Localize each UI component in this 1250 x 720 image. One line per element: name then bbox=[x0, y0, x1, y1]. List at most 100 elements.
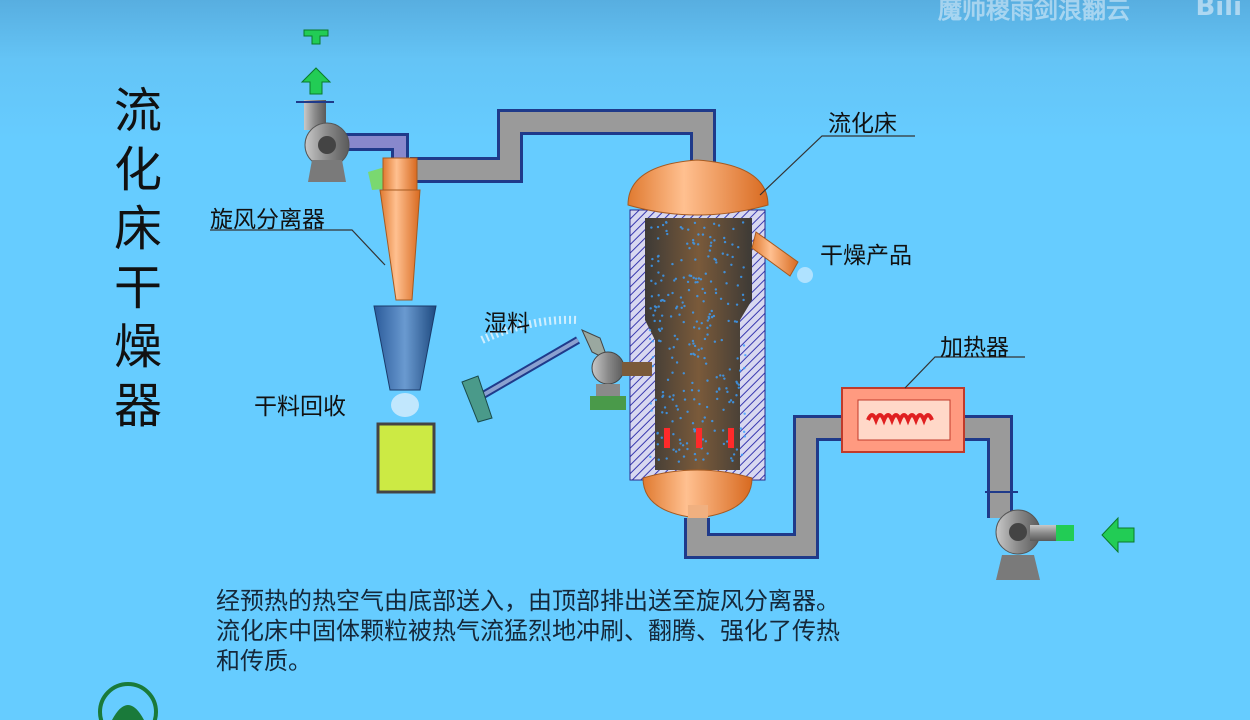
particle bbox=[679, 296, 683, 299]
description: 经预热的热空气由底部送入，由顶部排出送至旋风分离器。 流化床中固体颗粒被热气流猛… bbox=[216, 586, 976, 676]
particle bbox=[649, 307, 652, 310]
particle bbox=[728, 400, 731, 404]
fluid-bed-vessel bbox=[627, 159, 769, 519]
particle bbox=[709, 235, 712, 239]
particle bbox=[653, 309, 657, 312]
particle bbox=[693, 452, 697, 456]
particle bbox=[673, 279, 676, 282]
particle bbox=[678, 438, 682, 442]
particle bbox=[701, 233, 705, 236]
particle bbox=[706, 319, 709, 322]
particle bbox=[739, 427, 743, 430]
particle bbox=[672, 432, 675, 436]
particle bbox=[740, 453, 744, 456]
school-logo bbox=[98, 682, 158, 720]
particle bbox=[648, 328, 652, 332]
particle bbox=[679, 225, 683, 229]
recovery-funnel bbox=[373, 305, 437, 417]
particle bbox=[700, 347, 703, 350]
particle bbox=[712, 222, 716, 226]
label-dry-recovery: 干料回收 bbox=[254, 394, 346, 420]
particle bbox=[682, 276, 686, 279]
particle bbox=[736, 357, 739, 360]
particle bbox=[692, 326, 696, 329]
particle bbox=[737, 386, 740, 390]
particle bbox=[738, 369, 742, 372]
particle bbox=[703, 291, 707, 295]
feeder bbox=[581, 329, 652, 410]
particle bbox=[722, 442, 726, 446]
particle bbox=[650, 226, 653, 229]
particle bbox=[697, 233, 700, 236]
particle bbox=[651, 356, 655, 359]
particle bbox=[697, 389, 700, 392]
particle bbox=[731, 255, 734, 259]
particle bbox=[683, 304, 686, 308]
particle bbox=[726, 302, 730, 306]
particle bbox=[694, 258, 697, 261]
particle bbox=[660, 327, 664, 330]
particle bbox=[689, 274, 693, 278]
particle bbox=[693, 221, 697, 225]
particle bbox=[701, 420, 704, 423]
particle bbox=[671, 356, 674, 359]
particle bbox=[679, 442, 682, 445]
particle bbox=[716, 397, 719, 401]
particle bbox=[742, 266, 745, 269]
particle bbox=[720, 338, 723, 342]
particle bbox=[696, 280, 699, 284]
particle bbox=[696, 294, 699, 298]
particle bbox=[691, 311, 695, 314]
particle bbox=[715, 261, 718, 264]
particle bbox=[663, 406, 667, 409]
particle bbox=[742, 430, 746, 434]
particle bbox=[714, 291, 718, 295]
particle bbox=[735, 320, 739, 323]
hot-air-arrows bbox=[664, 428, 734, 448]
particle bbox=[692, 276, 695, 280]
particle bbox=[674, 277, 678, 281]
watermark: 魔帅稷雨剑浪翻云 bbox=[938, 0, 1130, 24]
particle bbox=[671, 371, 674, 374]
particle bbox=[667, 293, 670, 297]
particle bbox=[686, 410, 689, 413]
particle bbox=[726, 253, 729, 256]
particle bbox=[687, 228, 690, 231]
particle bbox=[681, 227, 684, 230]
particle bbox=[701, 287, 704, 291]
particle bbox=[666, 232, 669, 236]
particle bbox=[713, 340, 717, 343]
particle bbox=[710, 315, 714, 319]
particle bbox=[680, 259, 683, 262]
particle bbox=[660, 314, 664, 317]
page-title: 流化床干燥器 bbox=[113, 83, 162, 434]
particle bbox=[709, 324, 712, 327]
particle bbox=[657, 305, 660, 308]
particle bbox=[742, 298, 745, 302]
label-fluid-bed: 流化床 bbox=[828, 111, 897, 137]
particle bbox=[660, 279, 663, 282]
particle bbox=[691, 422, 695, 425]
particle bbox=[650, 295, 654, 298]
particle bbox=[729, 399, 733, 402]
particle bbox=[651, 340, 655, 343]
dry-product-outlet bbox=[751, 231, 813, 283]
particle bbox=[682, 455, 686, 458]
particle bbox=[713, 239, 716, 242]
particle bbox=[697, 348, 700, 352]
particle bbox=[699, 278, 703, 281]
particle bbox=[713, 257, 716, 261]
heater bbox=[841, 387, 965, 453]
description-line: 和传质。 bbox=[216, 647, 312, 675]
particle bbox=[704, 440, 708, 443]
particle bbox=[692, 342, 695, 345]
particle bbox=[696, 243, 700, 246]
particle bbox=[732, 453, 736, 456]
particle bbox=[671, 262, 674, 266]
particle bbox=[735, 448, 739, 451]
particle bbox=[692, 241, 695, 244]
particle bbox=[653, 319, 656, 323]
particle bbox=[672, 394, 675, 397]
label-dry-product: 干燥产品 bbox=[820, 243, 912, 269]
particle bbox=[660, 436, 663, 439]
